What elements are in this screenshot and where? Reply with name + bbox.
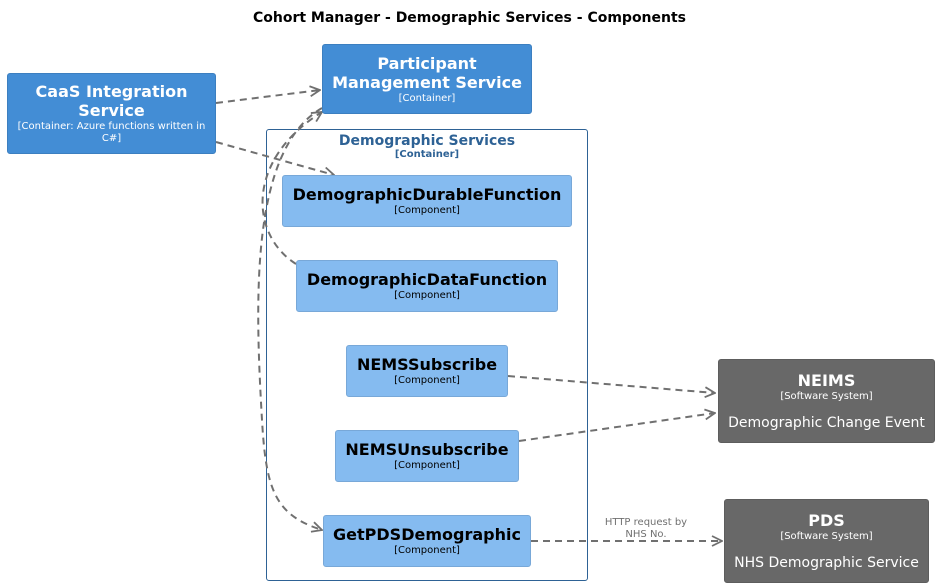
neims-description: Demographic Change Event xyxy=(728,414,925,431)
boundary-type: [Container] xyxy=(394,149,460,160)
edge-participant-to-getpds xyxy=(257,107,322,530)
nems-subscribe[interactable]: NEMSSubscribe [Component] xyxy=(346,345,508,397)
datafn-type: [Component] xyxy=(394,290,460,301)
getpds-type: [Component] xyxy=(394,545,460,556)
neims-type: [Software System] xyxy=(780,390,873,402)
participant-management-service[interactable]: Participant Management Service [Containe… xyxy=(322,44,532,114)
edge-unsubscribe-to-neims xyxy=(518,413,715,442)
edge-label-http-request: HTTP request by NHS No. xyxy=(604,517,688,540)
pds-description: NHS Demographic Service xyxy=(734,554,919,571)
participant-name: Participant Management Service xyxy=(332,53,522,92)
edge-subscribe-to-neims xyxy=(507,375,715,393)
demographic-durable-function[interactable]: DemographicDurableFunction [Component] xyxy=(282,175,572,227)
demographic-services-boundary: Demographic Services [Container] xyxy=(266,129,588,581)
caas-name: CaaS Integration Service xyxy=(35,82,188,120)
edge-caas-to-durable xyxy=(215,141,334,175)
diagram-title: Cohort Manager - Demographic Services - … xyxy=(252,10,687,26)
caas-integration-service[interactable]: CaaS Integration Service [Container: Azu… xyxy=(7,73,216,154)
unsubscribe-name: NEMSUnsubscribe xyxy=(345,440,509,459)
subscribe-name: NEMSSubscribe xyxy=(356,355,498,374)
boundary-name: Demographic Services xyxy=(338,133,516,149)
participant-type: [Container] xyxy=(398,92,456,104)
getpds-name: GetPDSDemographic xyxy=(333,525,521,544)
durable-type: [Component] xyxy=(394,205,460,216)
neims-name: NEIMS xyxy=(797,370,856,390)
demographic-data-function[interactable]: DemographicDataFunction [Component] xyxy=(296,260,558,312)
subscribe-type: [Component] xyxy=(394,375,460,386)
pds-name: PDS xyxy=(808,510,845,530)
edge-caas-to-participant xyxy=(215,90,320,104)
get-pds-demographic[interactable]: GetPDSDemographic [Component] xyxy=(323,515,531,567)
pds-system[interactable]: PDS [Software System] NHS Demographic Se… xyxy=(724,499,929,583)
neims-system[interactable]: NEIMS [Software System] Demographic Chan… xyxy=(718,359,935,443)
unsubscribe-type: [Component] xyxy=(394,460,460,471)
caas-type: [Container: Azure functions written in C… xyxy=(17,121,206,144)
nems-unsubscribe[interactable]: NEMSUnsubscribe [Component] xyxy=(335,430,519,482)
durable-name: DemographicDurableFunction xyxy=(292,185,562,204)
datafn-name: DemographicDataFunction xyxy=(306,270,548,289)
pds-type: [Software System] xyxy=(780,530,873,542)
